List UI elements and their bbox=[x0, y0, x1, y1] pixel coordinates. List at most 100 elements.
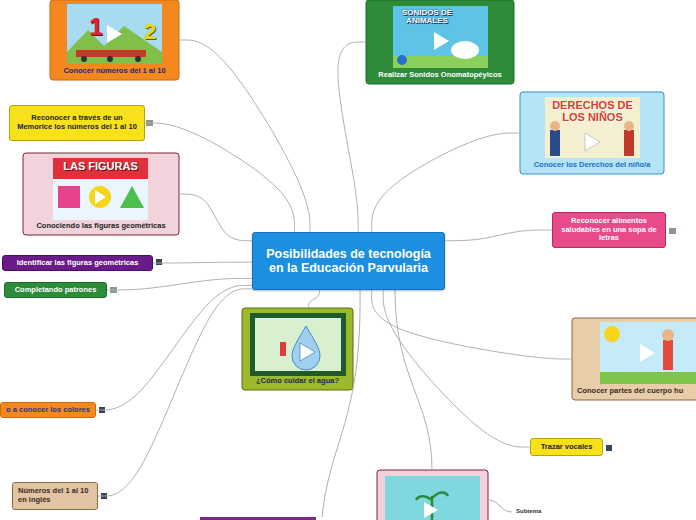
branch-connector bbox=[153, 262, 252, 264]
thumbnail-title: LAS FIGURAS bbox=[54, 161, 147, 173]
branch-connector bbox=[338, 42, 366, 232]
card-frame bbox=[366, 0, 514, 84]
topic-box: Números del 1 al 10 en inglés bbox=[12, 482, 98, 510]
node-text: Completando patrones bbox=[10, 286, 101, 295]
water-drop bbox=[292, 326, 320, 370]
topic-box: o a conocer los colores bbox=[0, 402, 96, 418]
thumbnail bbox=[600, 322, 696, 384]
card-frame bbox=[242, 308, 353, 390]
play-icon bbox=[434, 32, 449, 50]
topic-box: Reconocer a través de un Memorice los nú… bbox=[9, 105, 145, 141]
thumbnail-title: SONIDOS DE ANIMALES bbox=[396, 9, 458, 26]
topic-box: Completando patrones bbox=[4, 282, 107, 298]
topic-box: Trazar vocales bbox=[530, 438, 603, 456]
video-card-node: Conocer partes del cuerpo hu bbox=[572, 318, 696, 400]
thumbnail-title: 1 bbox=[86, 14, 106, 39]
node-text: o a conocer los colores bbox=[6, 406, 90, 415]
node-text: Conocer partes del cuerpo hu bbox=[577, 387, 693, 396]
node-text: Conocer los Derechos del niño/a bbox=[525, 161, 659, 170]
child-head bbox=[550, 121, 560, 131]
card-frame bbox=[572, 318, 696, 400]
node-text: Conociendo las figuras geométricas bbox=[28, 222, 174, 231]
branch-connector bbox=[372, 133, 520, 232]
video-card-node: ¿Cómo cuidar el agua? bbox=[242, 308, 353, 390]
note-icon bbox=[156, 259, 162, 265]
node-text: Reconocer a través de un Memorice los nú… bbox=[15, 114, 139, 131]
branch-line bbox=[322, 290, 360, 517]
thumbnail-title: 2 bbox=[140, 20, 160, 43]
branch-connector bbox=[309, 290, 320, 308]
topic-box: Identificar las figuras geométricas bbox=[2, 255, 153, 271]
branch-connector bbox=[98, 289, 252, 496]
topic-box: Reconocer alimentos saludables en una so… bbox=[552, 212, 666, 248]
central-topic: Posibilidades de tecnología en la Educac… bbox=[252, 232, 445, 290]
note-icon bbox=[669, 228, 676, 234]
train bbox=[76, 50, 146, 57]
branch-connector bbox=[96, 285, 252, 410]
thumbnail bbox=[393, 6, 488, 68]
grass bbox=[393, 56, 488, 68]
card-frame bbox=[377, 470, 488, 520]
branch-connector bbox=[445, 230, 552, 241]
thumbnail-title: DERECHOS DE LOS NIÑOS bbox=[547, 100, 638, 123]
card-frame bbox=[50, 0, 179, 80]
video-card-node: Conocer números del 1 al 10 bbox=[50, 0, 179, 80]
play-icon bbox=[300, 343, 315, 361]
child-figure bbox=[550, 130, 560, 156]
node-text: Identificar las figuras geométricas bbox=[8, 259, 147, 268]
cut-off-box bbox=[200, 517, 316, 520]
thumbnail bbox=[53, 158, 148, 220]
child-figure bbox=[624, 130, 634, 156]
child-figure bbox=[663, 340, 673, 370]
plant bbox=[416, 493, 448, 520]
thumbnail-inner bbox=[255, 318, 341, 371]
play-icon bbox=[424, 502, 438, 518]
play-icon bbox=[95, 190, 106, 204]
video-card bbox=[572, 318, 696, 400]
thumbnail bbox=[545, 97, 640, 158]
wheel bbox=[81, 56, 87, 62]
square-shape bbox=[58, 186, 80, 208]
sun bbox=[604, 326, 620, 342]
branch-line bbox=[395, 290, 432, 470]
child-head bbox=[662, 329, 674, 341]
branch-connector bbox=[179, 194, 252, 241]
video-card bbox=[23, 153, 179, 235]
bottle bbox=[280, 342, 286, 356]
play-icon bbox=[640, 344, 655, 362]
video-card bbox=[377, 470, 488, 520]
title-band bbox=[53, 158, 148, 179]
video-card bbox=[366, 0, 514, 84]
branch-connector bbox=[145, 123, 294, 232]
node-text: Conocer números del 1 al 10 bbox=[55, 67, 174, 76]
card-frame bbox=[23, 153, 179, 235]
node-text: Números del 1 al 10 en inglés bbox=[18, 487, 92, 504]
triangle-shape bbox=[120, 186, 144, 208]
node-text: Trazar vocales bbox=[536, 443, 597, 452]
leader-line bbox=[488, 500, 512, 512]
node-text: Realizar Sonidos Onomatopéyicos bbox=[371, 71, 509, 80]
video-card bbox=[50, 0, 179, 80]
wheel bbox=[135, 56, 141, 62]
node-text: Posibilidades de tecnología en la Educac… bbox=[263, 247, 434, 276]
video-card bbox=[242, 308, 353, 390]
card-frame bbox=[520, 92, 664, 174]
thumbnail bbox=[67, 4, 162, 64]
note-icon bbox=[606, 445, 612, 451]
branch-connector bbox=[383, 290, 530, 447]
subtopic-label: Subtema bbox=[516, 508, 556, 514]
play-icon bbox=[585, 133, 600, 151]
circle-shape bbox=[89, 186, 111, 208]
grass bbox=[600, 372, 696, 384]
play-icon bbox=[107, 25, 122, 43]
sheep bbox=[451, 41, 479, 59]
node-text: ¿Cómo cuidar el agua? bbox=[247, 377, 348, 386]
wheel bbox=[107, 56, 113, 62]
node-text: Reconocer alimentos saludables en una so… bbox=[558, 217, 660, 243]
thumbnail bbox=[250, 313, 346, 376]
video-card bbox=[520, 92, 664, 174]
thumbnail bbox=[385, 476, 480, 520]
logo bbox=[397, 55, 407, 65]
